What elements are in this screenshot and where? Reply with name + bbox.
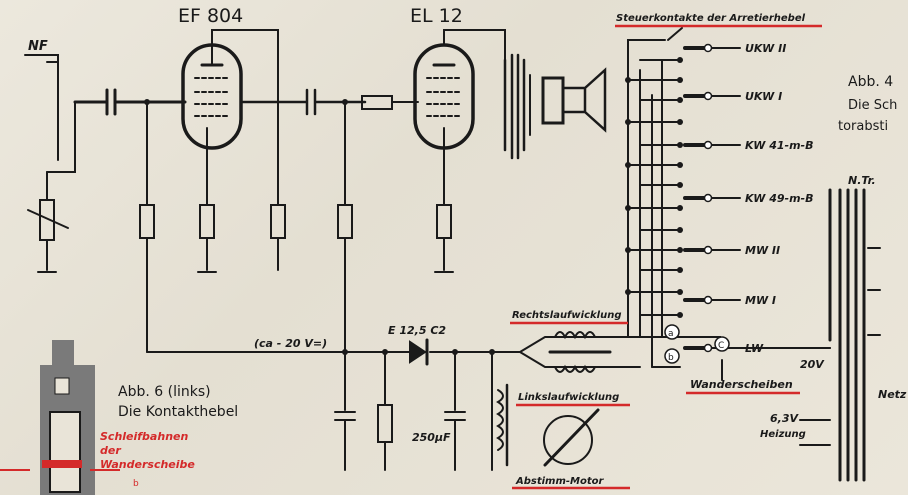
rechtslauf-winding	[554, 331, 596, 340]
filter-resistor	[377, 404, 393, 443]
motor-icon	[543, 415, 593, 465]
filter-capacitor-1	[334, 351, 356, 471]
cap-label: 250µF	[412, 431, 451, 444]
filter-capacitor-2	[444, 351, 466, 471]
switch-label-lw: LW	[745, 342, 764, 355]
schleif-label-2: der	[100, 444, 121, 457]
grid-resistor-2	[337, 204, 353, 239]
abb4-label-1: Abb. 4	[848, 74, 893, 90]
abb6-label-2: Die Kontakthebel	[118, 404, 238, 420]
speaker-magnet	[541, 76, 565, 125]
diode-symbol	[409, 340, 427, 364]
diode-label: E 12,5 C2	[388, 324, 446, 337]
anode-resistor-1	[270, 204, 286, 239]
linkslauf-winding	[554, 364, 596, 373]
grid-resistor-1	[139, 204, 155, 239]
switch-label-mw2: MW II	[745, 244, 780, 257]
switch-bus-left	[627, 39, 666, 338]
netz-label: Netz	[878, 388, 907, 401]
contact-lever-figure	[0, 340, 120, 495]
node-a-label: a	[668, 329, 674, 339]
node-b2-label: b	[133, 479, 139, 489]
switch-label-kw49: KW 49-m-B	[745, 192, 813, 205]
cathode-resistor-2	[436, 204, 452, 239]
switch-label-ukw2: UKW II	[745, 42, 786, 55]
node-c-label: C	[718, 341, 724, 351]
coupling-capacitor-1	[73, 88, 187, 116]
wander-label: Wanderscheiben	[690, 378, 793, 391]
abb4-label-2: Die Sch	[848, 98, 897, 113]
v63-label: 6,3V	[770, 412, 799, 425]
switch-label-kw41: KW 41-m-B	[745, 139, 813, 152]
cathode-resistor-1	[199, 204, 215, 239]
tube2-label: EL 12	[410, 5, 463, 27]
tube1-label: EF 804	[178, 5, 243, 27]
coupling-capacitor-2	[239, 88, 367, 116]
series-resistor	[361, 95, 393, 110]
abb4-label-3: torabsti	[838, 119, 888, 134]
mains-transformer	[828, 188, 866, 482]
ca20-label: (ca - 20 V=)	[254, 337, 327, 350]
output-transformer	[503, 53, 526, 160]
nf-label: NF	[28, 39, 48, 54]
schleif-label-3: Wanderscheibe	[100, 458, 195, 471]
node-b-label: b	[668, 353, 674, 363]
pot-ground	[37, 171, 57, 273]
nf-input-wire	[24, 54, 59, 63]
links-label: Linkslaufwicklung	[518, 392, 619, 403]
schleif-label-1: Schleifbahnen	[100, 430, 188, 443]
pot-wiper-arrow	[27, 209, 69, 229]
switch-label-mw1: MW I	[745, 294, 776, 307]
steuer-label: Steuerkontakte der Arretierhebel	[616, 13, 806, 24]
rechts-label: Rechtslaufwicklung	[512, 310, 621, 321]
abb6-label-1: Abb. 6 (links)	[118, 384, 211, 400]
heizung-label: Heizung	[760, 429, 806, 440]
speaker-icon	[561, 67, 607, 133]
switch-label-ukw1: UKW I	[745, 90, 782, 103]
switch-label-group: UKW II UKW I KW 41-m-B KW 49-m-B MW II M…	[745, 42, 813, 355]
choke-coil	[496, 389, 504, 451]
v20-label: 20V	[800, 358, 825, 371]
ntr-label: N.Tr.	[848, 174, 876, 187]
switch-contacts	[144, 57, 683, 355]
motor-label: Abstimm-Motor	[515, 476, 605, 487]
